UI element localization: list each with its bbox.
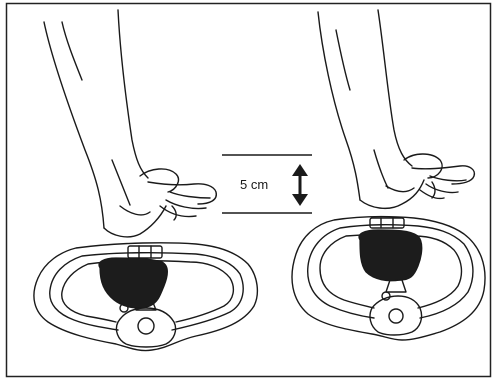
measurement-label: 5 cm <box>240 177 268 192</box>
right-heart <box>359 230 422 281</box>
